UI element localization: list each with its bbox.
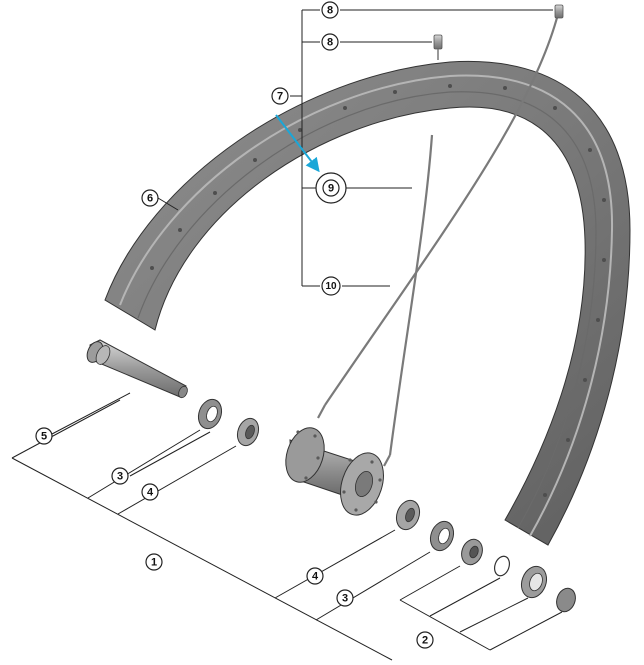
callout-6[interactable]: 6 bbox=[141, 189, 159, 207]
callout-7-label: 7 bbox=[277, 91, 283, 103]
callout-10[interactable]: 10 bbox=[321, 276, 341, 296]
callout-2-label: 2 bbox=[422, 635, 428, 647]
rim-spoke-holes bbox=[150, 84, 606, 497]
callout-4-right-label: 4 bbox=[312, 571, 319, 583]
nipple-top bbox=[554, 4, 564, 19]
lock-nut bbox=[520, 565, 548, 599]
leader-lines bbox=[11, 9, 563, 661]
callout-1-label: 1 bbox=[151, 557, 157, 569]
callout-3-left[interactable]: 3 bbox=[111, 467, 129, 485]
spoke-a bbox=[324, 13, 560, 406]
highlight-arrow bbox=[275, 114, 320, 173]
right-washer bbox=[429, 520, 455, 552]
callout-8-second[interactable]: 8 bbox=[321, 33, 339, 51]
callout-4-right[interactable]: 4 bbox=[306, 567, 324, 585]
callout-3-right[interactable]: 3 bbox=[336, 589, 354, 607]
spoke-a-bend bbox=[317, 404, 326, 419]
spokes bbox=[317, 13, 560, 467]
axle bbox=[86, 339, 188, 399]
callout-7[interactable]: 7 bbox=[271, 87, 289, 105]
callout-3-right-label: 3 bbox=[342, 593, 348, 605]
end-cap bbox=[556, 587, 576, 613]
callout-8-top[interactable]: 8 bbox=[321, 1, 339, 19]
rim-inner-groove bbox=[119, 74, 614, 537]
hub bbox=[285, 427, 384, 516]
callout-8-second-label: 8 bbox=[327, 37, 333, 49]
hub-flange-holes bbox=[296, 430, 382, 512]
spoke-b-bend bbox=[383, 454, 391, 467]
rim bbox=[104, 60, 631, 546]
callout-4-left-label: 4 bbox=[147, 487, 154, 499]
right-bearing bbox=[395, 499, 421, 531]
callout-2[interactable]: 2 bbox=[416, 631, 434, 649]
nipple-second bbox=[433, 34, 443, 60]
callout-5[interactable]: 5 bbox=[35, 427, 53, 445]
callout-8-top-label: 8 bbox=[327, 5, 333, 17]
cup-part bbox=[461, 538, 483, 566]
left-bearing bbox=[236, 417, 260, 447]
callout-1[interactable]: 1 bbox=[145, 553, 163, 571]
callout-9-label: 9 bbox=[328, 183, 334, 195]
spoke-b bbox=[388, 134, 434, 456]
o-ring bbox=[493, 555, 511, 577]
rim-inner-groove-2 bbox=[137, 91, 597, 529]
callout-9[interactable]: 9 bbox=[315, 172, 347, 204]
callout-6-label: 6 bbox=[147, 193, 153, 205]
callout-3-left-label: 3 bbox=[117, 471, 123, 483]
callout-4-left[interactable]: 4 bbox=[141, 483, 159, 501]
left-washer bbox=[197, 398, 223, 430]
callout-5-label: 5 bbox=[41, 431, 47, 443]
callout-10-label: 10 bbox=[325, 281, 337, 292]
